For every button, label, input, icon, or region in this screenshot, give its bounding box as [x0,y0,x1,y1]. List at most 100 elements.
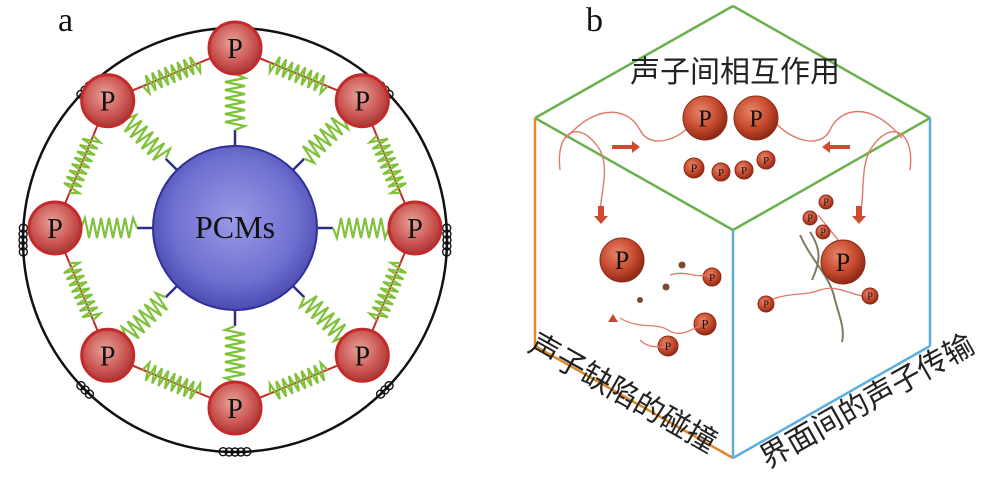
p-node [207,380,263,436]
phonon [734,160,754,180]
boundary-loop [18,235,28,245]
pcm-core-label: PCMs [195,209,275,245]
p-node [334,327,390,383]
phonon [711,162,731,182]
boundary-loop [441,247,452,257]
cube-edge-top-front-right [732,116,931,232]
spokes [79,72,391,384]
p-node [80,327,136,383]
phonon-label: P [749,106,762,132]
phonon [861,287,879,305]
cube-edge-bottom-left [534,344,734,460]
boundary-loop [18,247,29,257]
phonon [693,312,717,336]
spoke-spring [297,294,347,344]
spoke-spring [224,72,249,132]
top-face-label: 声子间相互作用 [630,55,840,90]
p-nodes: P P P P P P P P [27,20,443,436]
cube-edge-top-left [534,4,734,120]
top-face-trajectories [558,110,912,216]
defect-dots [608,261,686,322]
defect-dot [662,283,670,291]
spoke [164,157,178,171]
boundary-loop [442,229,452,239]
boundary-loop [230,447,240,457]
right-face-label: 界面间的声子传输 [754,327,980,476]
spoke [292,285,306,299]
phonon-label: P [823,198,829,209]
boundary-loop [76,380,86,391]
phonon-label: P [691,161,698,175]
phonon [682,95,728,141]
defect-triangle [608,314,618,322]
boundary-loop [375,389,386,399]
phonon-label: P [741,165,747,177]
spoke [164,285,178,299]
boundary-loop [18,223,29,233]
p-node-label: P [227,34,243,65]
phonon-label: P [698,106,711,132]
phonon [815,224,831,240]
cube-edge-bottom-right [732,344,931,460]
phonon [818,194,834,210]
p-node-label: P [47,214,63,245]
p-node [27,200,83,256]
p-node [387,200,443,256]
phonon [820,239,866,285]
boundary-loop [224,447,234,457]
phonon-label: P [867,292,873,303]
panel-a: PCMs P P P P P P P P [18,20,452,457]
left-face-trajectories [619,272,707,349]
p-node-label: P [227,394,243,425]
phonon-label: P [807,214,813,225]
springs [63,56,407,400]
spring [63,261,104,322]
phonon-label: P [701,317,708,332]
p-node [334,73,390,129]
spoke-spring [221,324,246,384]
spoke-spring [301,116,351,166]
panel-a-label: a [58,2,74,39]
spoke-spring [79,214,139,239]
spring [268,359,329,400]
boundary-loop [236,447,246,457]
spoke-spring [331,217,391,242]
phonon-label: P [665,339,672,353]
phonon-label: P [718,167,724,179]
spring [141,56,202,97]
pcm-core [152,145,318,311]
p-node-label: P [100,341,116,372]
spring [366,261,407,322]
boundary-loop [18,229,28,239]
boundary-loop [218,446,228,457]
top-face-arrows [594,141,866,224]
spring [63,134,104,195]
p-node [80,73,136,129]
boundary-loop [242,446,252,457]
phonon-label: P [836,248,850,277]
interface-curves [799,231,844,343]
phonon [756,150,776,170]
p-node-label: P [407,214,423,245]
p-node [207,20,263,76]
spring [268,56,329,97]
cube-edge-top-right [732,4,931,120]
p-node-label: P [100,87,116,118]
phonon [802,210,818,226]
phonon [657,335,679,357]
spoke-spring [123,112,173,162]
phonon [757,295,775,313]
defect-dot [637,297,643,303]
p-node-label: P [354,341,370,372]
phonon-label: P [709,272,715,284]
panel-b-label: b [586,2,603,39]
p-node-label: P [354,87,370,118]
boundary-loop [18,241,28,251]
phonon [599,237,645,283]
phonon [702,267,722,287]
spring [366,134,407,195]
